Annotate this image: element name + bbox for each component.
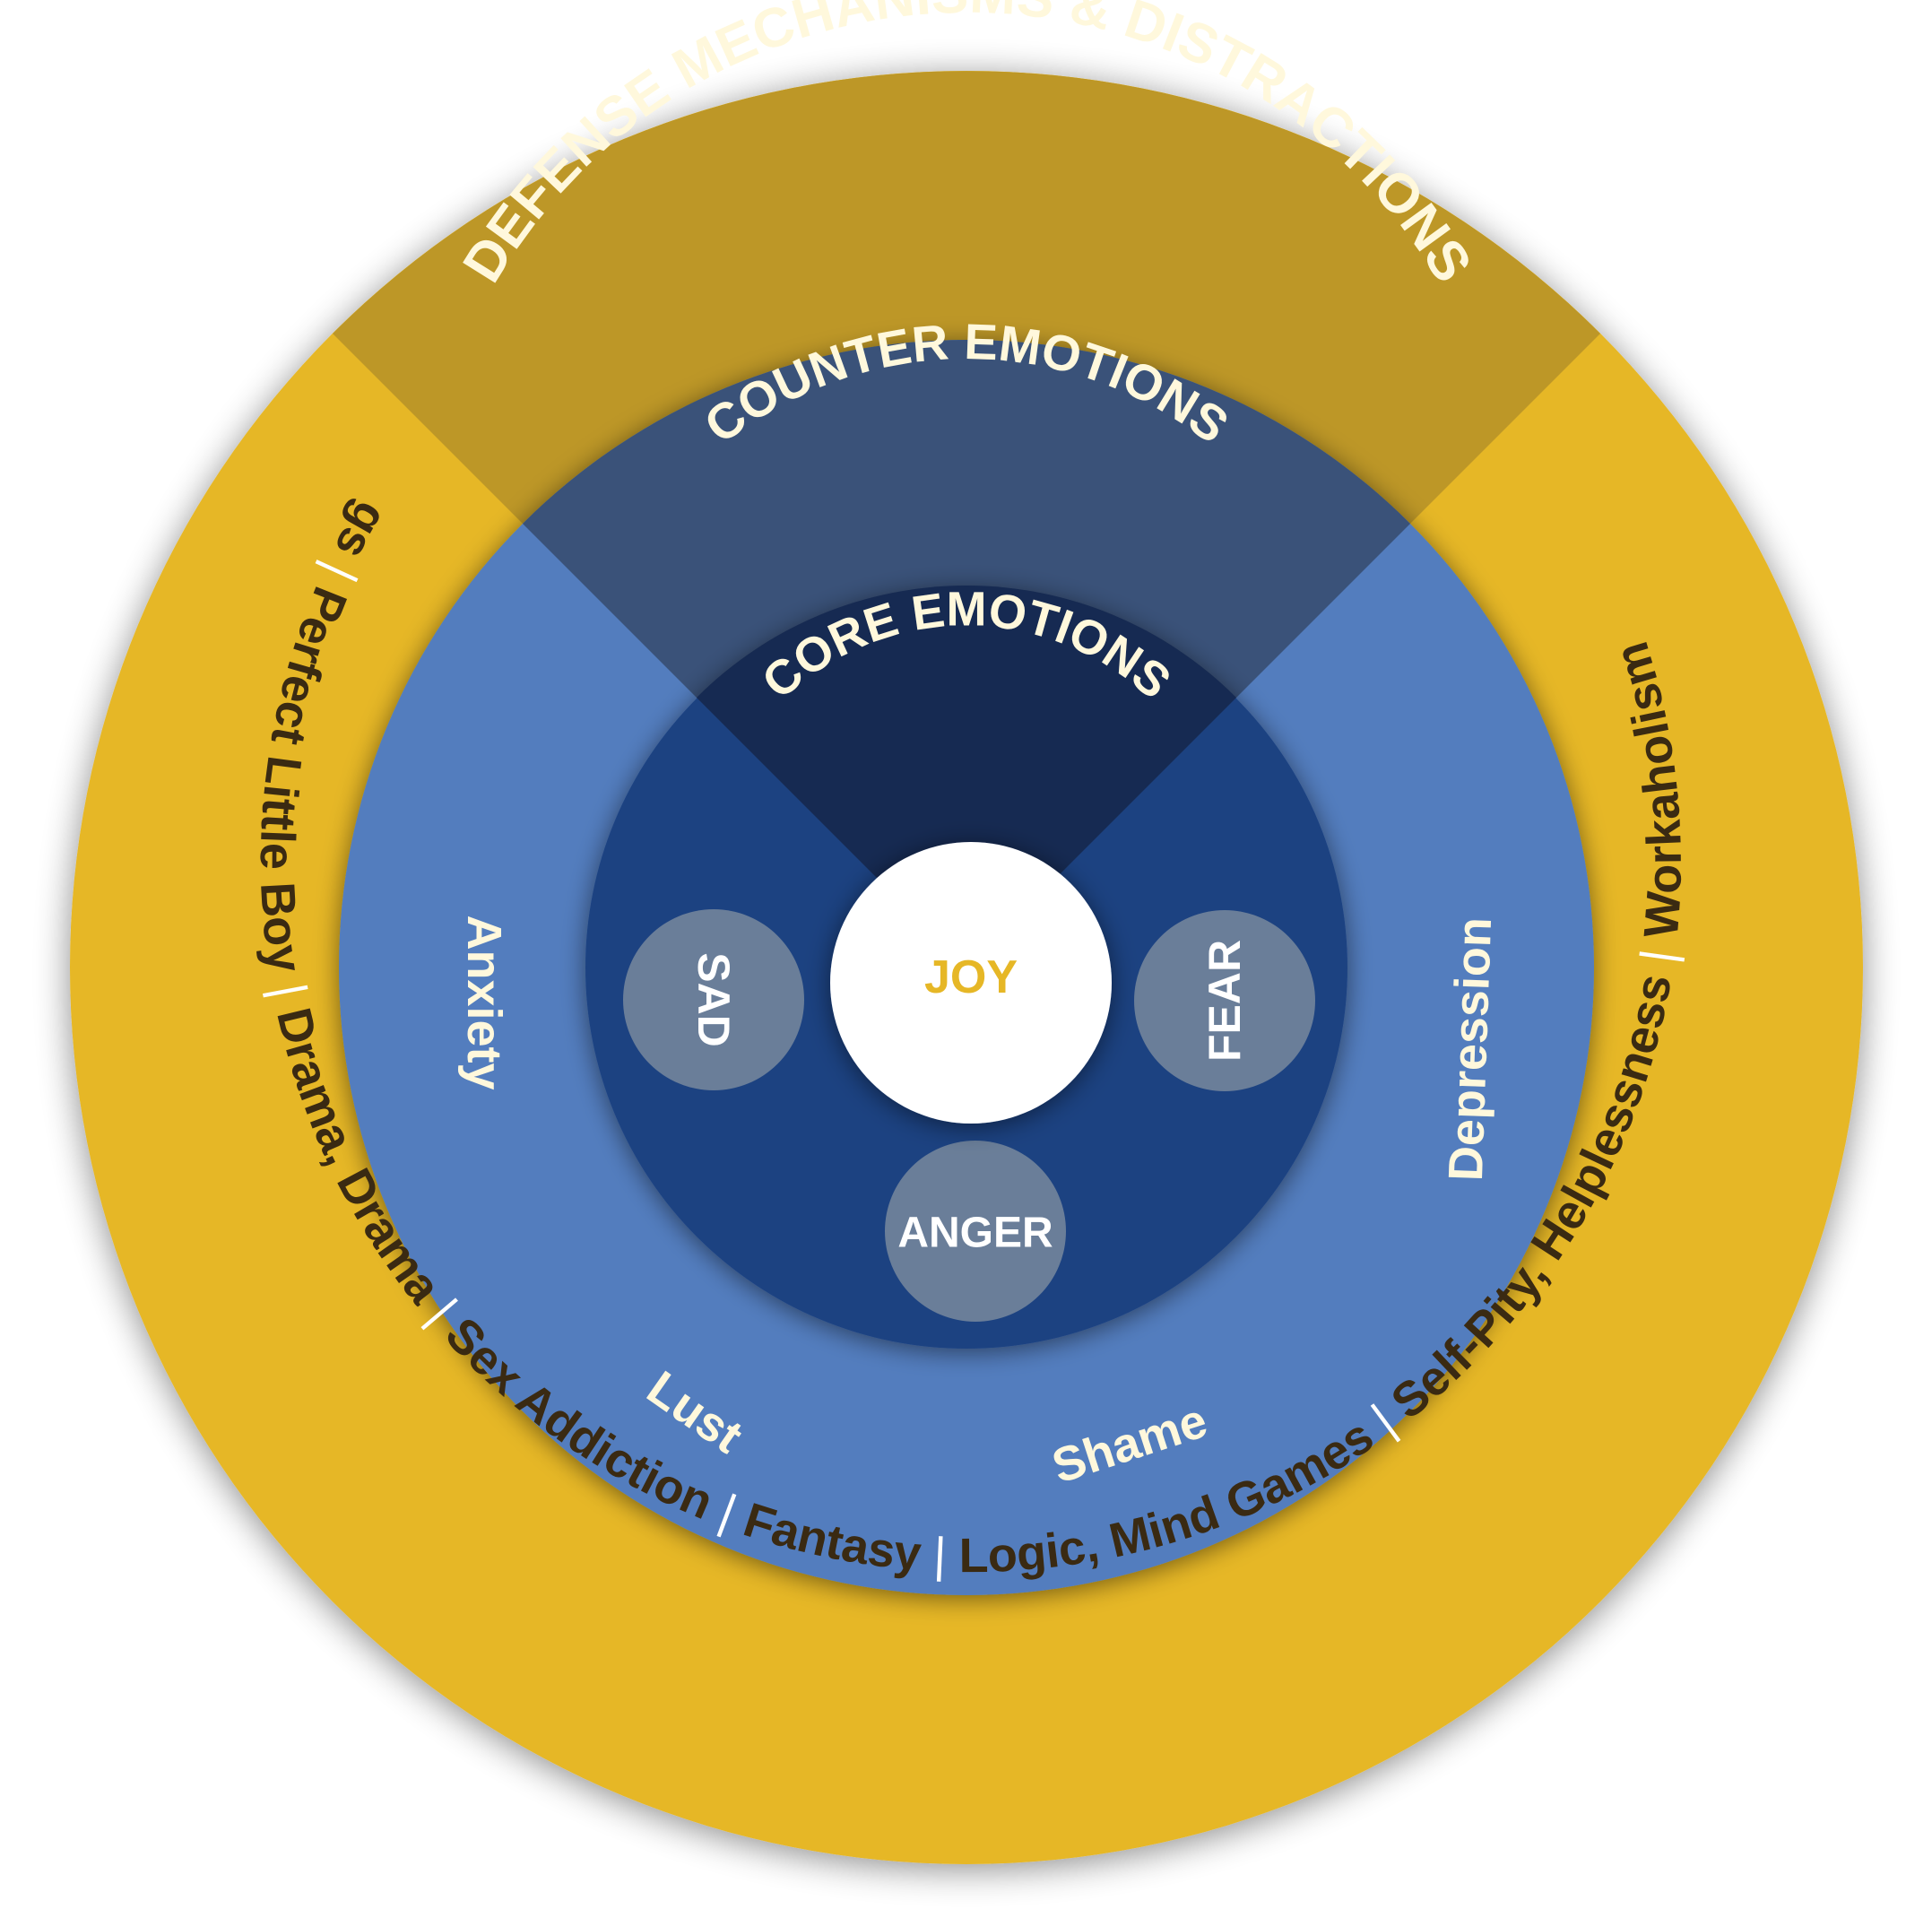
defense-item-separator: | — [0, 0, 7, 11]
defense-item: Food — [0, 0, 15, 11]
core-emotion-fear-label: FEAR — [1200, 940, 1250, 1062]
counter-label-anxiety: Anxiety — [457, 915, 511, 1089]
core-emotion-sad-label: SAD — [689, 952, 739, 1047]
center-joy: JOY — [830, 842, 1112, 1124]
core-emotion-sad: SAD — [623, 909, 804, 1090]
defense-item-separator: | — [0, 0, 7, 11]
counter-label-depression: Depression — [1439, 916, 1502, 1182]
core-emotion-anger: ANGER — [885, 1141, 1066, 1322]
defense-item: Piety — [0, 0, 16, 11]
core-emotion-anger-label: ANGER — [897, 1210, 1053, 1257]
defense-item-separator: | — [919, 1527, 960, 1583]
defense-item-separator: | — [1629, 933, 1687, 979]
defense-item: Alcohol — [0, 0, 18, 11]
core-emotion-fear: FEAR — [1134, 910, 1315, 1091]
center-joy-label: JOY — [924, 951, 1018, 1003]
core-wedge — [697, 586, 1236, 968]
defense-item-separator: | — [0, 0, 7, 11]
